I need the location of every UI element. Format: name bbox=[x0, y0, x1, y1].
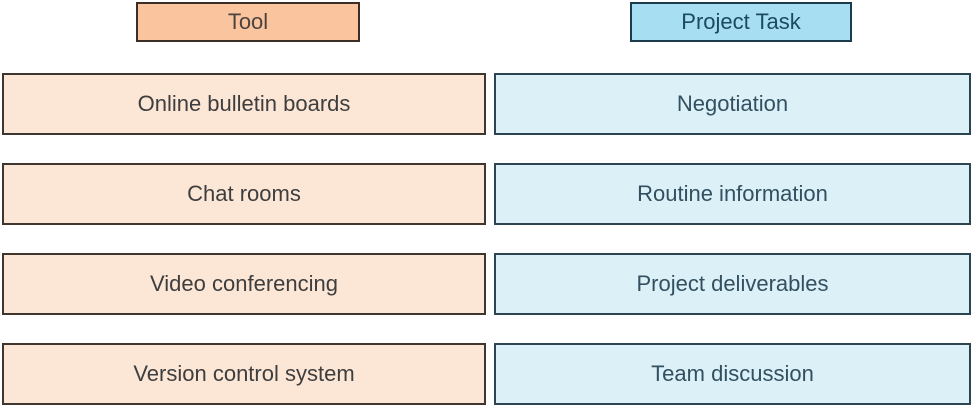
task-item-negotiation[interactable]: Negotiation bbox=[494, 73, 971, 135]
tool-item-video-conferencing[interactable]: Video conferencing bbox=[2, 253, 486, 315]
project-task-column-header: Project Task bbox=[630, 2, 852, 42]
tool-item-version-control-system[interactable]: Version control system bbox=[2, 343, 486, 405]
task-item-project-deliverables[interactable]: Project deliverables bbox=[494, 253, 971, 315]
tool-item-chat-rooms[interactable]: Chat rooms bbox=[2, 163, 486, 225]
tool-column-header: Tool bbox=[136, 2, 360, 42]
tool-item-online-bulletin-boards[interactable]: Online bulletin boards bbox=[2, 73, 486, 135]
task-item-routine-information[interactable]: Routine information bbox=[494, 163, 971, 225]
task-item-team-discussion[interactable]: Team discussion bbox=[494, 343, 971, 405]
